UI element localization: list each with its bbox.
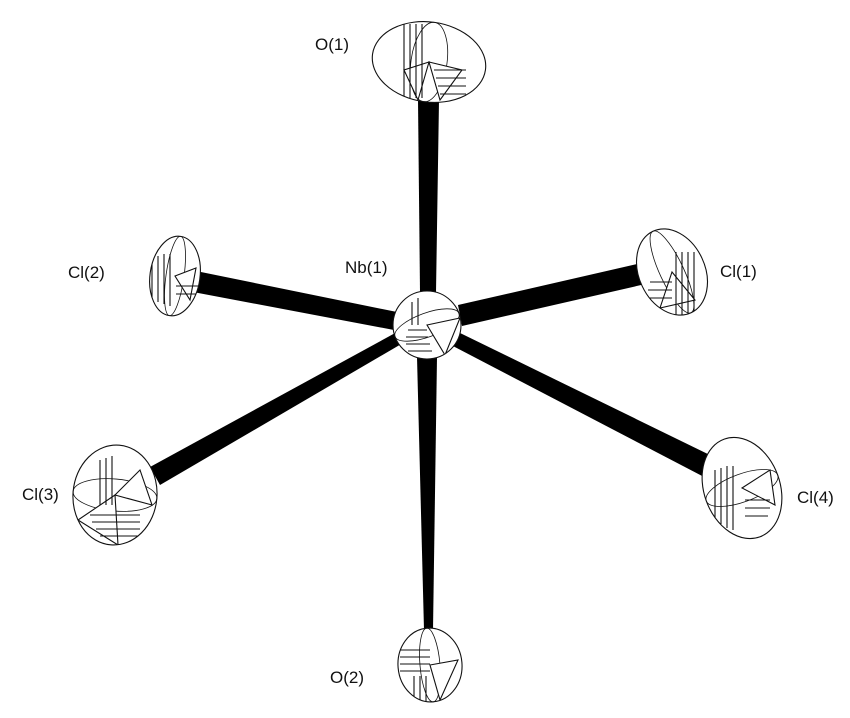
label-o2: O(2) xyxy=(330,668,364,687)
bond-nb1-cl3 xyxy=(150,332,403,485)
label-cl1: Cl(1) xyxy=(720,262,757,281)
bond-nb1-cl4 xyxy=(451,332,716,478)
atom-o1 xyxy=(371,21,487,103)
label-cl4: Cl(4) xyxy=(797,488,834,507)
label-cl3: Cl(3) xyxy=(22,485,59,504)
atom-labels: O(1) Nb(1) Cl(1) Cl(2) Cl(3) Cl(4) O(2) xyxy=(22,35,834,687)
label-nb1: Nb(1) xyxy=(345,258,388,277)
atom-cl3 xyxy=(72,444,158,547)
atom-nb1 xyxy=(392,290,462,360)
atom-o2 xyxy=(397,627,463,703)
bond-nb1-o1 xyxy=(418,100,439,292)
atom-cl1 xyxy=(636,228,708,318)
label-cl2: Cl(2) xyxy=(68,263,105,282)
bond-nb1-o2 xyxy=(417,357,437,630)
bond-layer xyxy=(150,100,716,630)
label-o1: O(1) xyxy=(315,35,349,54)
atom-cl4 xyxy=(701,436,783,540)
bond-nb1-cl1 xyxy=(458,262,650,326)
atom-cl2 xyxy=(149,235,201,317)
bond-nb1-cl2 xyxy=(193,271,397,330)
